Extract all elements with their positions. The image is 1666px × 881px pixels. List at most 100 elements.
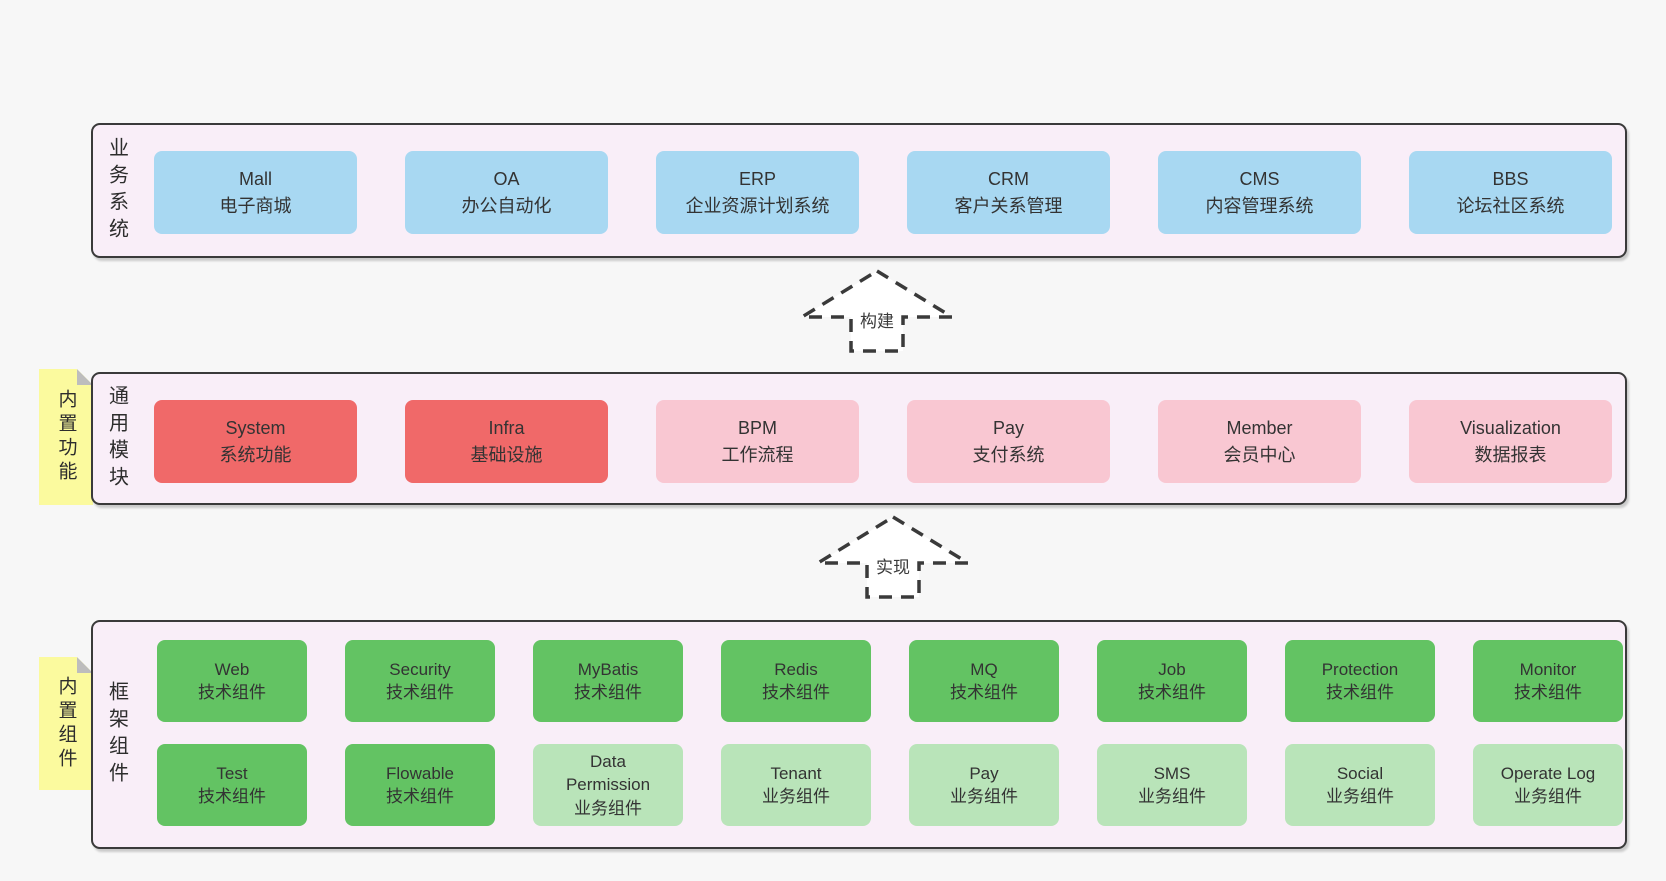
box-subtitle: 技术组件 bbox=[198, 683, 266, 702]
box-erp: ERP 企业资源计划系统 bbox=[656, 151, 859, 234]
box-title: Pay bbox=[969, 763, 999, 783]
build-arrow-label: 构建 bbox=[856, 306, 898, 333]
box-subtitle: 系统功能 bbox=[219, 444, 292, 465]
box-title: Monitor bbox=[1519, 659, 1577, 679]
box-title: Data Permission bbox=[565, 751, 651, 795]
build-arrow: 构建 bbox=[796, 268, 958, 354]
box-protection: Protection 技术组件 bbox=[1285, 640, 1435, 722]
box-title: Visualization bbox=[1460, 418, 1561, 439]
box-title: CMS bbox=[1239, 169, 1280, 190]
box-subtitle: 会员中心 bbox=[1223, 444, 1296, 465]
box-title: SMS bbox=[1153, 763, 1191, 783]
box-subtitle: 技术组件 bbox=[198, 787, 266, 806]
box-title: Flowable bbox=[385, 763, 455, 783]
box-subtitle: 技术组件 bbox=[950, 683, 1018, 702]
box-subtitle: 业务组件 bbox=[1326, 787, 1394, 806]
box-subtitle: 技术组件 bbox=[386, 683, 454, 702]
sticky-note-label: 内置组件 bbox=[55, 675, 77, 772]
box-subtitle: 技术组件 bbox=[1514, 683, 1582, 702]
box-title: Tenant bbox=[770, 763, 822, 783]
box-subtitle: 客户关系管理 bbox=[954, 195, 1063, 216]
box-subtitle: 技术组件 bbox=[1138, 683, 1206, 702]
box-title: Job bbox=[1158, 659, 1186, 679]
box-subtitle: 技术组件 bbox=[386, 787, 454, 806]
box-crm: CRM 客户关系管理 bbox=[907, 151, 1110, 234]
layer-common-modules: 通用模块 System 系统功能 Infra 基础设施 BPM 工作流程 Pay… bbox=[91, 372, 1627, 505]
box-title: CRM bbox=[988, 169, 1029, 190]
box-mq: MQ 技术组件 bbox=[909, 640, 1059, 722]
box-title: Protection bbox=[1321, 659, 1399, 679]
sticky-note-built-in-features: 内置功能 bbox=[39, 369, 93, 505]
box-subtitle: 企业资源计划系统 bbox=[685, 195, 830, 216]
box-test: Test 技术组件 bbox=[157, 744, 307, 826]
layer-business-systems: 业务系统 Mall 电子商城 OA 办公自动化 ERP 企业资源计划系统 CRM… bbox=[91, 123, 1627, 258]
box-title: Infra bbox=[488, 418, 525, 439]
box-subtitle: 办公自动化 bbox=[461, 195, 552, 216]
box-operate-log: Operate Log 业务组件 bbox=[1473, 744, 1623, 826]
box-title: Operate Log bbox=[1500, 763, 1596, 783]
box-pay: Pay 支付系统 bbox=[907, 400, 1110, 483]
layer-side-label: 通用模块 bbox=[105, 384, 128, 493]
box-title: Mall bbox=[238, 169, 272, 190]
box-title: MQ bbox=[970, 659, 998, 679]
box-title: MyBatis bbox=[577, 659, 639, 679]
box-subtitle: 业务组件 bbox=[950, 787, 1018, 806]
box-job: Job 技术组件 bbox=[1097, 640, 1247, 722]
business-systems-row: Mall 电子商城 OA 办公自动化 ERP 企业资源计划系统 CRM 客户关系… bbox=[154, 151, 1612, 234]
box-title: Web bbox=[214, 659, 250, 679]
box-title: BBS bbox=[1492, 169, 1529, 190]
box-title: BPM bbox=[737, 418, 777, 439]
box-cms: CMS 内容管理系统 bbox=[1158, 151, 1361, 234]
box-mybatis: MyBatis 技术组件 bbox=[533, 640, 683, 722]
box-title: System bbox=[225, 418, 286, 439]
framework-components-row-1: Web 技术组件 Security 技术组件 MyBatis 技术组件 Redi… bbox=[157, 640, 1623, 722]
box-flowable: Flowable 技术组件 bbox=[345, 744, 495, 826]
box-title: OA bbox=[493, 169, 520, 190]
box-subtitle: 支付系统 bbox=[972, 444, 1045, 465]
box-subtitle: 论坛社区系统 bbox=[1456, 195, 1565, 216]
box-oa: OA 办公自动化 bbox=[405, 151, 608, 234]
box-redis: Redis 技术组件 bbox=[721, 640, 871, 722]
box-data-permission: Data Permission 业务组件 bbox=[533, 744, 683, 826]
box-title: Security bbox=[389, 659, 451, 679]
common-modules-row: System 系统功能 Infra 基础设施 BPM 工作流程 Pay 支付系统… bbox=[154, 400, 1612, 483]
box-title: Test bbox=[216, 763, 248, 783]
layer-side-label: 业务系统 bbox=[105, 136, 128, 245]
box-title: Member bbox=[1226, 418, 1293, 439]
box-title: Pay bbox=[992, 418, 1025, 439]
box-subtitle: 基础设施 bbox=[470, 444, 543, 465]
framework-components-row-2: Test 技术组件 Flowable 技术组件 Data Permission … bbox=[157, 744, 1623, 826]
box-subtitle: 业务组件 bbox=[1138, 787, 1206, 806]
box-member: Member 会员中心 bbox=[1158, 400, 1361, 483]
box-title: ERP bbox=[738, 169, 776, 190]
layer-side-label: 框架组件 bbox=[105, 680, 128, 789]
box-tenant: Tenant 业务组件 bbox=[721, 744, 871, 826]
box-subtitle: 业务组件 bbox=[762, 787, 830, 806]
box-web: Web 技术组件 bbox=[157, 640, 307, 722]
box-subtitle: 技术组件 bbox=[1326, 683, 1394, 702]
box-monitor: Monitor 技术组件 bbox=[1473, 640, 1623, 722]
layer-framework-components: 框架组件 Web 技术组件 Security 技术组件 MyBatis 技术组件… bbox=[91, 620, 1627, 849]
box-sms: SMS 业务组件 bbox=[1097, 744, 1247, 826]
box-mall: Mall 电子商城 bbox=[154, 151, 357, 234]
implement-arrow: 实现 bbox=[812, 514, 974, 600]
box-subtitle: 工作流程 bbox=[721, 444, 794, 465]
box-subtitle: 技术组件 bbox=[574, 683, 642, 702]
box-title: Redis bbox=[774, 659, 818, 679]
box-social: Social 业务组件 bbox=[1285, 744, 1435, 826]
box-system: System 系统功能 bbox=[154, 400, 357, 483]
implement-arrow-label: 实现 bbox=[872, 552, 914, 579]
box-subtitle: 数据报表 bbox=[1474, 444, 1547, 465]
box-bpm: BPM 工作流程 bbox=[656, 400, 859, 483]
box-subtitle: 业务组件 bbox=[574, 798, 642, 818]
box-subtitle: 电子商城 bbox=[219, 195, 292, 216]
box-pay-component: Pay 业务组件 bbox=[909, 744, 1059, 826]
box-subtitle: 业务组件 bbox=[1514, 787, 1582, 806]
sticky-note-label: 内置功能 bbox=[55, 389, 77, 485]
sticky-note-built-in-components: 内置组件 bbox=[39, 657, 93, 790]
box-visualization: Visualization 数据报表 bbox=[1409, 400, 1612, 483]
box-infra: Infra 基础设施 bbox=[405, 400, 608, 483]
box-security: Security 技术组件 bbox=[345, 640, 495, 722]
box-title: Social bbox=[1336, 763, 1384, 783]
